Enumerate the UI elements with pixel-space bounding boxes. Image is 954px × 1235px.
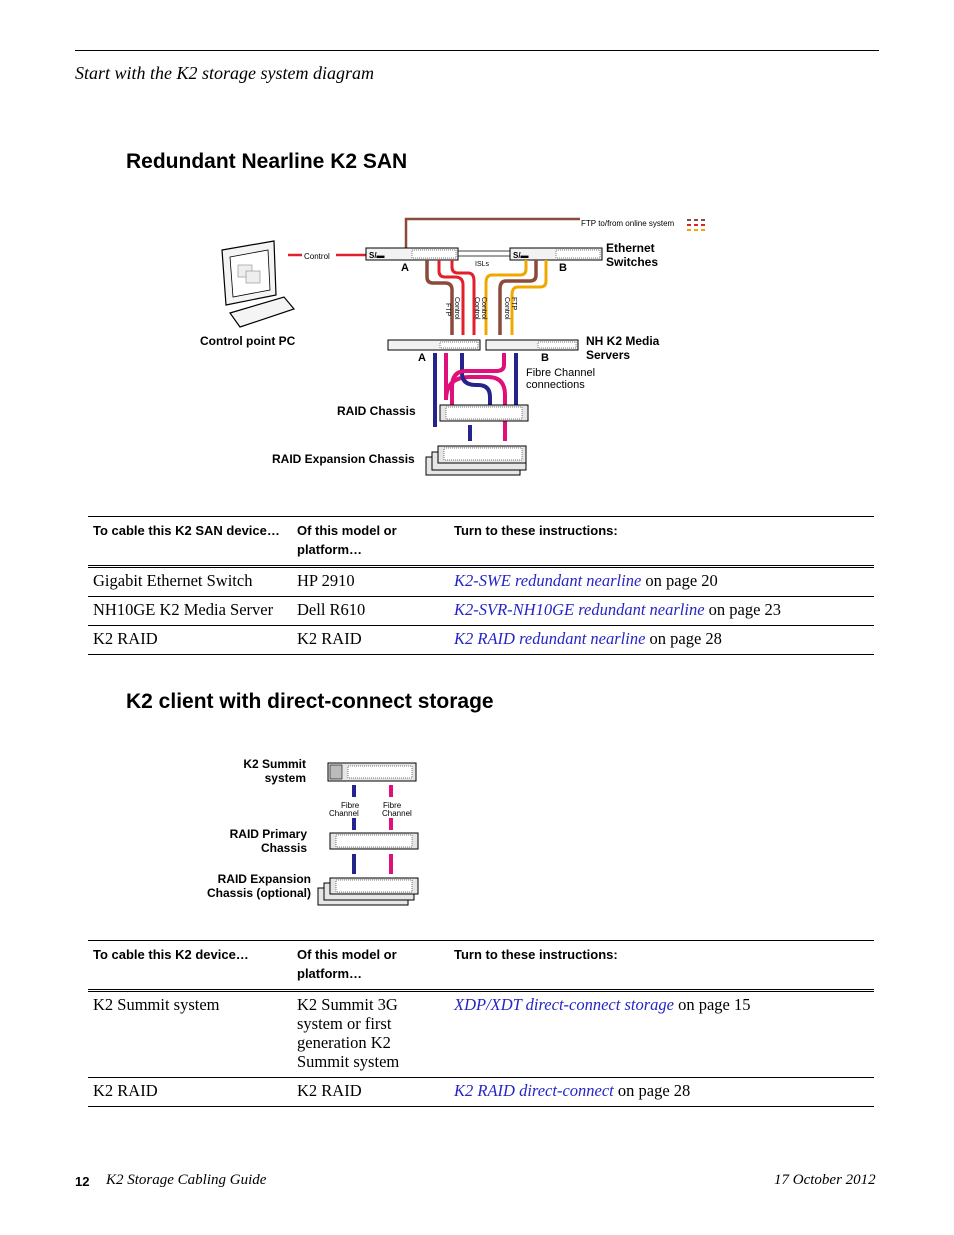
page-number: 12	[75, 1174, 90, 1189]
control-label: Control	[304, 252, 330, 261]
ethernet-switch-b: S/▬	[509, 247, 603, 261]
raid-expansion-chassis	[425, 445, 527, 476]
svg-text:S/▬: S/▬	[513, 251, 529, 260]
svg-text:Control: Control	[480, 297, 487, 320]
redundant-nearline-diagram: FTP to/from online system Control S/▬ IS…	[200, 217, 705, 476]
header-instructions: Turn to these instructions:	[454, 947, 618, 962]
raid-primary-chassis	[329, 832, 419, 850]
direct-connect-cabling-table: To cable this K2 device… Of this model o…	[88, 940, 874, 1107]
header-instructions: Turn to these instructions:	[454, 523, 618, 538]
raid-expansion-optional-label: RAID Expansion Chassis (optional)	[206, 872, 311, 900]
header-device: To cable this K2 SAN device…	[93, 523, 280, 538]
header-model: Of this model or platform…	[297, 523, 397, 557]
isls-label: ISLs	[475, 261, 490, 268]
instruction-link[interactable]: K2 RAID redundant nearline	[454, 629, 646, 648]
footer-date: 17 October 2012	[774, 1172, 876, 1188]
section-title-direct-connect: K2 client with direct-connect storage	[126, 690, 494, 713]
raid-expansion-chassis-optional	[317, 877, 419, 906]
k2-summit-system-label: K2 Summit system	[243, 757, 306, 785]
k2-summit-system	[327, 762, 417, 782]
control-point-pc-icon	[221, 240, 296, 328]
svg-text:Control: Control	[503, 297, 510, 320]
switch-a-label: A	[401, 262, 409, 274]
header-model: Of this model or platform…	[297, 947, 397, 981]
raid-primary-label: RAID Primary Chassis	[229, 827, 307, 855]
header-rule	[75, 50, 879, 51]
table-row: NH10GE K2 Media Server Dell R610 K2-SVR-…	[88, 596, 874, 626]
switch-b-label: B	[559, 262, 567, 274]
ftp-online-link	[404, 217, 574, 250]
svg-text:Control: Control	[473, 297, 480, 320]
svg-text:S/▬: S/▬	[369, 251, 385, 260]
table-row: K2 RAID K2 RAID K2 RAID direct-connect o…	[88, 1077, 874, 1107]
ftp-online-label: FTP to/from online system	[581, 219, 675, 228]
media-server-a	[387, 339, 481, 351]
table-row: K2 Summit system K2 Summit 3G system or …	[88, 990, 874, 1078]
instruction-link[interactable]: XDP/XDT direct-connect storage	[454, 995, 674, 1014]
header-device: To cable this K2 device…	[93, 947, 249, 962]
svg-text:Control: Control	[453, 297, 460, 320]
footer-doc-title: K2 Storage Cabling Guide	[106, 1172, 267, 1188]
table-row: Gigabit Ethernet Switch HP 2910 K2-SWE r…	[88, 566, 874, 597]
instruction-link[interactable]: K2-SWE redundant nearline	[454, 571, 642, 590]
control-point-pc-label: Control point PC	[200, 334, 296, 348]
table-row: K2 RAID K2 RAID K2 RAID redundant nearli…	[88, 625, 874, 655]
dashed-link-icon	[687, 219, 705, 231]
ethernet-switches-label: Ethernet Switches	[606, 241, 658, 269]
san-cabling-table: To cable this K2 SAN device… Of this mod…	[88, 516, 874, 655]
raid-chassis-label: RAID Chassis	[337, 404, 416, 418]
server-b-label: B	[541, 352, 549, 364]
instruction-link[interactable]: K2-SVR-NH10GE redundant nearline	[454, 600, 705, 619]
section-title-redundant-nearline: Redundant Nearline K2 SAN	[126, 150, 408, 173]
raid-expansion-chassis-label: RAID Expansion Chassis	[272, 452, 415, 466]
running-title: Start with the K2 storage system diagram	[75, 63, 375, 83]
table-header-row: To cable this K2 device… Of this model o…	[88, 940, 874, 991]
svg-text:FTP: FTP	[444, 303, 451, 317]
svg-text:FTP: FTP	[510, 297, 517, 311]
server-a-label: A	[418, 352, 426, 364]
ethernet-switch-a: S/▬	[365, 247, 459, 261]
raid-chassis	[439, 404, 529, 422]
table-header-row: To cable this K2 SAN device… Of this mod…	[88, 516, 874, 567]
media-server-b	[485, 339, 579, 351]
instruction-link[interactable]: K2 RAID direct-connect	[454, 1081, 614, 1100]
